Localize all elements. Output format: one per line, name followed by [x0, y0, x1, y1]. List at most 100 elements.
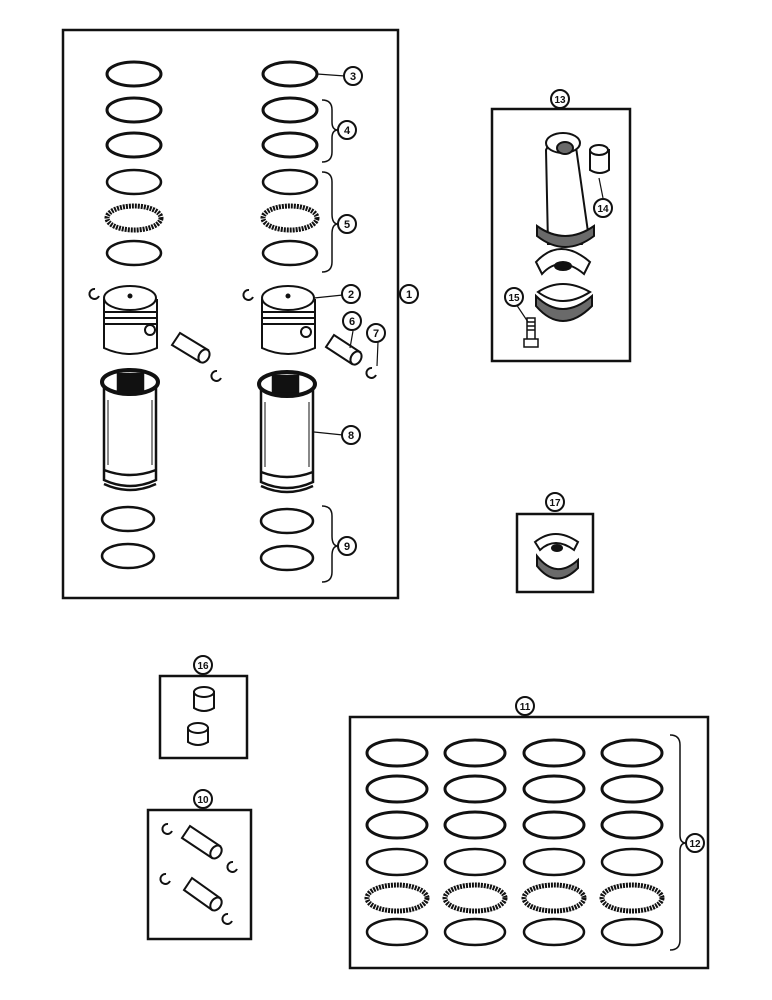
ring	[261, 131, 319, 159]
ring	[443, 810, 507, 840]
callout-8-label: 8	[348, 430, 354, 442]
ring	[522, 738, 586, 768]
callout-15-label: 15	[508, 293, 520, 304]
callout-11: 11	[515, 696, 535, 716]
rod-bolt	[523, 317, 539, 348]
kit-10-frame	[146, 808, 253, 941]
callout-16: 16	[193, 655, 213, 675]
callout-7: 7	[366, 323, 386, 343]
callout-17-label: 17	[549, 498, 561, 509]
ring	[365, 810, 429, 840]
kit-1-group	[61, 28, 400, 600]
kit-11-frame	[348, 715, 710, 970]
oil-ring	[599, 882, 665, 914]
ring	[105, 168, 163, 196]
kit-10-group	[146, 808, 253, 941]
ring	[443, 847, 507, 877]
ring-grid	[364, 738, 665, 947]
kit-13-group	[490, 107, 632, 363]
kit-11-group	[348, 715, 710, 970]
rod-cap	[535, 283, 593, 322]
snap-ring	[210, 370, 222, 382]
callout-10: 10	[193, 789, 213, 809]
callout-5: 5	[337, 214, 357, 234]
left-wrist-pin	[170, 331, 211, 364]
ring	[443, 738, 507, 768]
oil-ring	[260, 203, 320, 233]
kit-16-frame	[158, 674, 249, 760]
ring	[600, 917, 664, 947]
snap-ring	[88, 288, 100, 300]
callout-1: 1	[399, 284, 419, 304]
callout-8: 8	[341, 425, 361, 445]
oil-ring	[364, 882, 430, 914]
callout-15: 15	[504, 287, 524, 307]
bearing-shell	[533, 533, 580, 580]
kit-17-group	[515, 512, 595, 594]
callout-6: 6	[342, 311, 362, 331]
ring	[365, 774, 429, 804]
ring	[365, 917, 429, 947]
callout-11-label: 11	[520, 702, 531, 713]
small-end-bushing	[589, 144, 610, 174]
kit-1-frame	[61, 28, 400, 600]
callout-10-label: 10	[197, 795, 209, 806]
callout-4: 4	[337, 120, 357, 140]
left-cylinder-liner	[100, 368, 160, 492]
ring	[261, 239, 319, 267]
right-piston	[261, 285, 316, 355]
ring	[443, 774, 507, 804]
ring	[105, 131, 163, 159]
connecting-rod	[536, 132, 595, 248]
callout-7-label: 7	[373, 328, 379, 340]
callout-12-label: 12	[689, 839, 701, 850]
leader-lines	[313, 73, 379, 436]
bushing	[187, 722, 209, 746]
ring	[600, 738, 664, 768]
callout-14-label: 14	[597, 204, 609, 215]
ring	[522, 917, 586, 947]
right-cylinder-liner	[257, 370, 317, 494]
snap-rings-10	[159, 823, 238, 925]
ring	[365, 738, 429, 768]
wrist-pin	[182, 876, 223, 912]
right-ring-stack	[260, 60, 320, 267]
callout-5-label: 5	[344, 219, 350, 231]
callouts: 1 2 3 4 5 6 7 8 9 13 14 15 17 16 10 11 1…	[193, 66, 705, 853]
callout-3: 3	[343, 66, 363, 86]
callout-6-label: 6	[349, 316, 355, 328]
oil-ring	[104, 203, 164, 233]
left-piston	[103, 285, 158, 355]
kit-17-frame	[515, 512, 595, 594]
ring	[522, 810, 586, 840]
ring	[522, 774, 586, 804]
callout-1-label: 1	[406, 289, 412, 301]
leader-lines-13	[515, 177, 604, 323]
ring	[105, 60, 163, 88]
callout-9: 9	[337, 536, 357, 556]
ring	[600, 774, 664, 804]
ring	[522, 847, 586, 877]
ring	[600, 810, 664, 840]
rod-bearing-upper	[534, 248, 592, 276]
kit-16-group	[158, 674, 249, 760]
right-wrist-pin	[324, 333, 363, 366]
ring	[261, 168, 319, 196]
callout-9-label: 9	[344, 541, 350, 553]
ring	[600, 847, 664, 877]
brace-12	[669, 734, 687, 951]
callout-17: 17	[545, 492, 565, 512]
ring	[105, 96, 163, 124]
callout-13-label: 13	[554, 95, 566, 106]
kit-13-frame	[490, 107, 632, 363]
callout-2-label: 2	[348, 289, 354, 301]
left-ring-stack	[104, 60, 164, 267]
bushing	[193, 686, 215, 712]
ring	[365, 847, 429, 877]
snap-ring	[365, 367, 377, 379]
callout-16-label: 16	[197, 661, 209, 672]
wrist-pin	[180, 824, 223, 860]
snap-ring	[242, 289, 254, 301]
callout-14: 14	[593, 198, 613, 218]
